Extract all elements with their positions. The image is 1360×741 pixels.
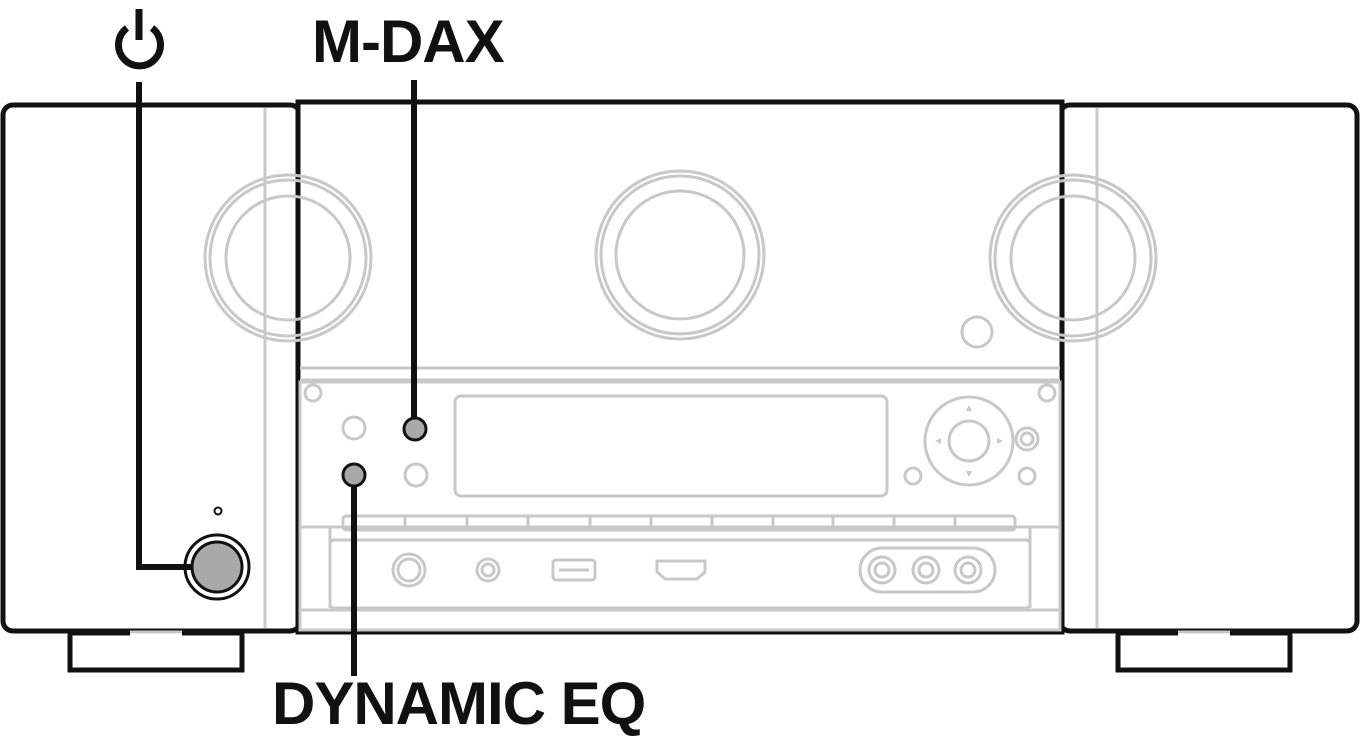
cursor-pad xyxy=(923,395,1015,487)
callout-lines xyxy=(136,80,417,676)
rca-1 xyxy=(867,555,897,585)
button-bottom-right xyxy=(403,462,429,488)
headphone-jack xyxy=(391,552,427,588)
power-callout-line xyxy=(136,82,192,570)
button-small-right xyxy=(1017,466,1037,486)
m-dax-button[interactable] xyxy=(402,416,428,442)
left-side-panel xyxy=(0,102,303,634)
power-indicator-led xyxy=(213,506,223,516)
rca-3 xyxy=(953,555,983,585)
rca-group xyxy=(858,546,997,594)
right-foot xyxy=(1115,632,1293,673)
dynamic-eq-button[interactable] xyxy=(341,462,367,488)
power-button[interactable] xyxy=(183,533,251,601)
rca-2 xyxy=(911,555,941,585)
m-dax-label: M-DAX xyxy=(312,8,505,75)
right-knob xyxy=(988,173,1158,343)
dynamic-eq-label: DYNAMIC EQ xyxy=(272,670,646,737)
left-knob xyxy=(203,173,373,343)
screw-right xyxy=(1037,383,1057,403)
button-small-left xyxy=(903,466,923,486)
lower-panel xyxy=(298,380,1062,612)
power-icon xyxy=(115,9,164,70)
left-foot xyxy=(67,632,245,673)
button-top-left xyxy=(341,415,367,441)
panel-buttons xyxy=(341,395,1040,488)
usb-port xyxy=(551,558,597,582)
connector-panel xyxy=(298,525,1062,632)
cursor-enter xyxy=(947,419,991,463)
screw-left xyxy=(303,383,323,403)
button-strip xyxy=(341,514,1017,532)
button-side xyxy=(1014,426,1040,452)
small-knob xyxy=(960,315,994,349)
mic-jack xyxy=(475,557,501,583)
center-knob xyxy=(594,169,766,341)
hdmi-port xyxy=(655,559,707,581)
right-side-panel xyxy=(1057,102,1360,634)
display-window xyxy=(453,394,889,498)
chassis xyxy=(0,99,1360,635)
cursor-arrows xyxy=(935,405,1003,477)
feet xyxy=(67,628,1293,673)
